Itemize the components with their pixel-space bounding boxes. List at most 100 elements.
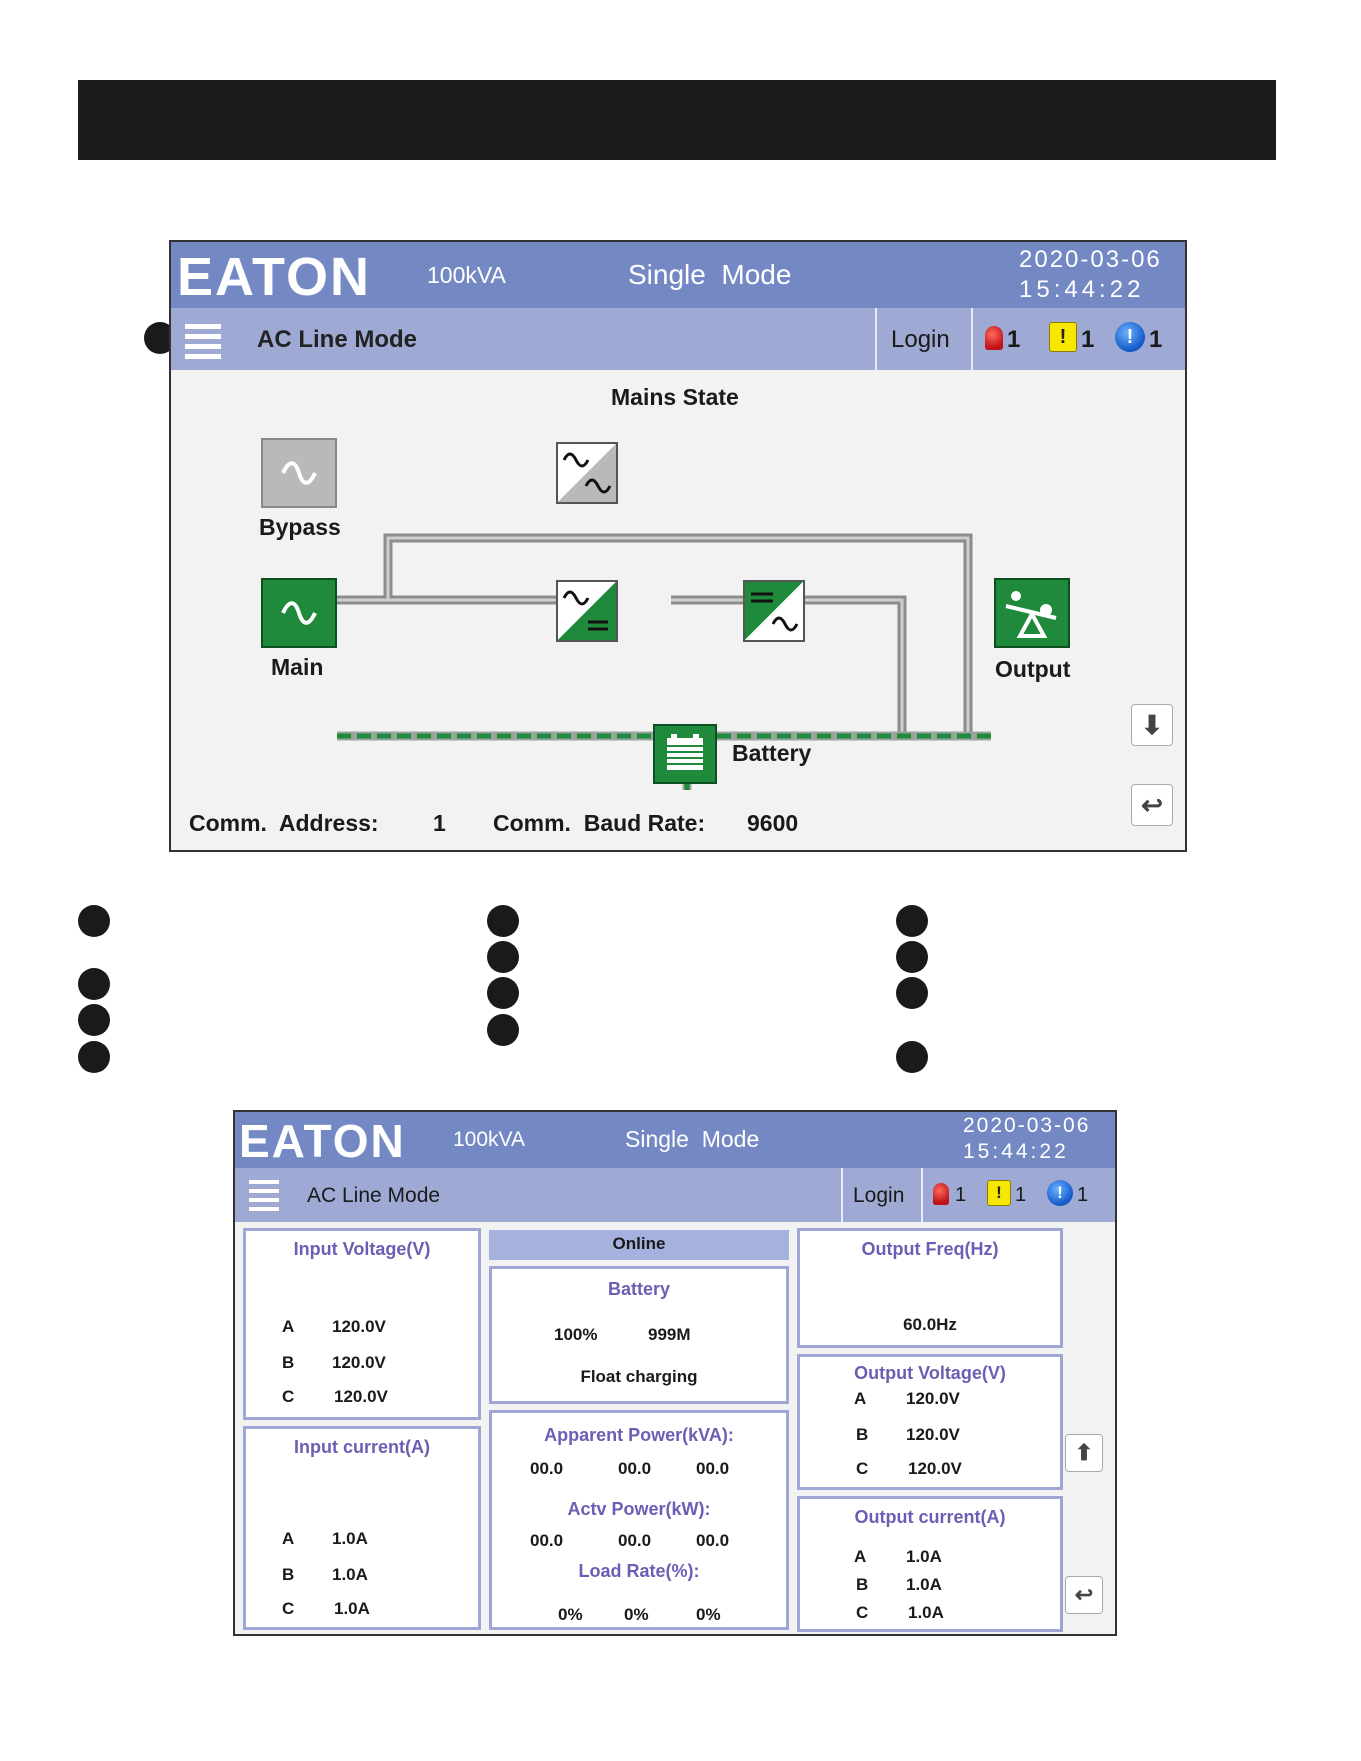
panel-title: Load Rate(%): <box>578 1561 700 1581</box>
menu-icon[interactable] <box>185 324 221 364</box>
phase-value: 1.0A <box>908 1603 944 1622</box>
load-rate-value: 0% <box>624 1605 649 1624</box>
divider <box>971 308 973 370</box>
comm-baud-value: 9600 <box>747 810 799 836</box>
power-value: 00.0 <box>696 1459 730 1478</box>
legend-marker <box>78 1004 110 1036</box>
siren-icon[interactable] <box>933 1183 949 1205</box>
siren-icon[interactable] <box>985 326 1003 350</box>
info-icon[interactable]: ! <box>1115 322 1145 352</box>
phase-value: 120.0V <box>334 1387 388 1406</box>
comm-address-label: Comm. Address: <box>189 810 379 836</box>
phase-label: C <box>856 1603 869 1622</box>
phase-value: 120.0V <box>906 1389 960 1408</box>
status-header: EATON 100kVA Single Mode 2020-03-06 15:4… <box>171 242 1185 308</box>
load-rate-value: 0% <box>558 1605 583 1624</box>
back-button[interactable]: ↩ <box>1065 1576 1103 1614</box>
critical-alarm-count: 1 <box>1007 326 1021 353</box>
time-display: 15:44:22 <box>963 1140 1069 1163</box>
rectifier-icon[interactable] <box>556 580 618 642</box>
warning-icon[interactable]: ! <box>1049 322 1077 352</box>
phase-value: 1.0A <box>332 1529 368 1548</box>
input-current-panel: Input current(A) A 1.0A B 1.0A C 1.0A <box>243 1426 481 1630</box>
capacity-label: 100kVA <box>427 262 506 288</box>
info-alarm-count: 1 <box>1077 1184 1089 1206</box>
legend-marker <box>78 905 110 937</box>
phase-label: B <box>856 1425 869 1444</box>
bypass-static-switch-line <box>383 533 973 733</box>
phase-label: B <box>282 1565 295 1584</box>
phase-label: C <box>282 1387 295 1406</box>
main-source-icon[interactable] <box>261 578 337 648</box>
bypass-static-switch-inner <box>386 536 970 733</box>
bypass-source-icon[interactable] <box>261 438 337 508</box>
phase-value: 120.0V <box>332 1353 386 1372</box>
critical-alarm-count: 1 <box>955 1184 967 1206</box>
battery-icon[interactable] <box>653 724 717 784</box>
date-display: 2020-03-06 <box>1019 246 1162 273</box>
bypass-label: Bypass <box>259 514 341 540</box>
inverter-icon[interactable] <box>743 580 805 642</box>
legend-marker <box>896 941 928 973</box>
panel-title: Actv Power(kW): <box>567 1499 711 1519</box>
mimic-title: Mains State <box>611 384 739 410</box>
panel-title: Output Freq(Hz) <box>861 1239 999 1259</box>
ups-status-badge: Online <box>489 1230 789 1260</box>
legend-marker <box>487 905 519 937</box>
info-alarm-count: 1 <box>1149 326 1163 353</box>
operating-mode: AC Line Mode <box>257 326 417 353</box>
output-label: Output <box>995 656 1071 682</box>
divider <box>841 1168 843 1222</box>
page-header-bar <box>78 80 1276 160</box>
page-down-button[interactable]: ⬇ <box>1131 704 1173 746</box>
power-value: 00.0 <box>530 1531 564 1550</box>
login-button[interactable]: Login <box>853 1184 905 1207</box>
panel-title: Apparent Power(kVA): <box>544 1425 734 1445</box>
mode-bar: AC Line Mode Login 1 ! 1 ! 1 <box>171 308 1185 370</box>
mains-state-screen: EATON 100kVA Single Mode 2020-03-06 15:4… <box>169 240 1187 852</box>
phase-label: B <box>856 1575 869 1594</box>
arrow-up-icon: ⬆ <box>1074 1440 1094 1465</box>
main-label: Main <box>271 654 324 680</box>
output-frequency-panel: Output Freq(Hz) 60.0Hz <box>797 1228 1063 1348</box>
mode-bar: AC Line Mode Login 1 ! 1 ! 1 <box>235 1168 1115 1222</box>
divider <box>921 1168 923 1222</box>
arrow-down-icon: ⬇ <box>1141 709 1163 740</box>
phase-label: C <box>856 1459 869 1478</box>
phase-value: 1.0A <box>906 1547 942 1566</box>
info-icon[interactable]: ! <box>1047 1180 1073 1206</box>
output-current-panel: Output current(A) A 1.0A B 1.0A C 1.0A <box>797 1496 1063 1632</box>
back-button[interactable]: ↩ <box>1131 784 1173 826</box>
legend-marker <box>487 1014 519 1046</box>
login-button[interactable]: Login <box>891 326 950 353</box>
menu-icon[interactable] <box>249 1180 279 1216</box>
page-up-button[interactable]: ⬆ <box>1065 1434 1103 1472</box>
back-arrow-icon: ↩ <box>1141 789 1163 820</box>
legend-marker <box>78 968 110 1000</box>
power-value: 00.0 <box>618 1459 652 1478</box>
warning-icon[interactable]: ! <box>987 1180 1011 1206</box>
warning-alarm-count: 1 <box>1081 326 1095 353</box>
phase-label: B <box>282 1353 295 1372</box>
output-frequency-value: 60.0Hz <box>903 1315 957 1334</box>
phase-value: 120.0V <box>908 1459 962 1478</box>
legend-marker <box>896 905 928 937</box>
legend-marker <box>896 1041 928 1073</box>
load-rate-value: 0% <box>696 1605 721 1624</box>
warning-alarm-count: 1 <box>1015 1184 1027 1206</box>
status-header: EATON 100kVA Single Mode 2020-03-06 15:4… <box>235 1112 1115 1168</box>
phase-value: 120.0V <box>906 1425 960 1444</box>
legend-marker <box>487 941 519 973</box>
battery-runtime: 999M <box>648 1325 691 1344</box>
system-mode: Single Mode <box>628 259 792 290</box>
power-value: 00.0 <box>696 1531 730 1550</box>
date-display: 2020-03-06 <box>963 1114 1091 1137</box>
phase-label: C <box>282 1599 295 1618</box>
system-mode: Single Mode <box>625 1126 760 1152</box>
panel-title: Output Voltage(V) <box>854 1363 1006 1383</box>
output-load-icon[interactable] <box>994 578 1070 648</box>
static-switch-icon[interactable] <box>556 442 618 504</box>
phase-label: A <box>282 1529 295 1548</box>
panel-title: Input current(A) <box>294 1437 430 1457</box>
power-value: 00.0 <box>530 1459 564 1478</box>
